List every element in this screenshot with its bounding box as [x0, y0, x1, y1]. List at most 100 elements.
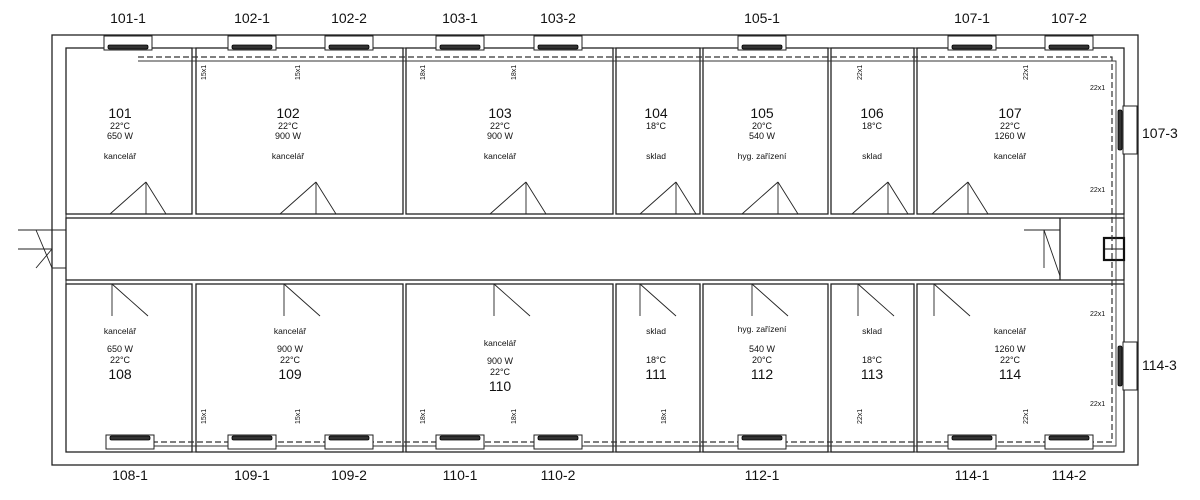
door-swing [490, 283, 531, 317]
radiator-core [741, 435, 783, 441]
radiator-labels: 101-1 102-1 102-2 103-1 103-2 105-1 107-… [110, 10, 1178, 483]
door-swing [748, 283, 789, 317]
radiator [947, 434, 997, 450]
room-use: kancelář [994, 151, 1026, 161]
radiator-label: 102-1 [234, 10, 270, 26]
pipe-size-label: 15x1 [201, 65, 208, 80]
door-leaf [751, 283, 789, 317]
room-power: 900 W [487, 131, 514, 141]
radiator-label: 102-2 [331, 10, 367, 26]
radiator-label: 109-1 [234, 467, 270, 483]
room-110-label: kancelář 900 W 22°C 110 [484, 338, 516, 394]
radiator-label: 114-3 [1142, 357, 1177, 373]
radiator-core [951, 44, 993, 50]
pipe-size-label: 22x1 [1023, 409, 1030, 424]
door-swing [279, 181, 337, 215]
door-arc [315, 181, 337, 215]
radiator [1044, 35, 1094, 51]
room-105-label: 105 20°C 540 W hyg. zařízení [738, 105, 787, 161]
room-number: 103 [488, 105, 512, 121]
door-swing [854, 283, 895, 317]
room-use: kancelář [104, 151, 136, 161]
room-102-label: 102 22°C 900 W kancelář [272, 105, 304, 161]
room-113-label: sklad 18°C 113 [861, 326, 884, 382]
room-power: 540 W [749, 131, 776, 141]
radiator-core [1048, 435, 1090, 441]
room-101-label: 101 22°C 650 W kancelář [104, 105, 136, 161]
radiator [533, 35, 583, 51]
room-use: kancelář [272, 151, 304, 161]
radiator-core [231, 44, 273, 50]
room-number: 109 [278, 366, 302, 382]
room-use: hyg. zařízení [738, 324, 787, 334]
radiator [435, 434, 485, 450]
door-swing [636, 283, 677, 317]
room-use: kancelář [104, 326, 136, 336]
radiator-label: 110-1 [443, 467, 478, 483]
door-arc [525, 181, 547, 215]
doors-top [109, 181, 989, 215]
top-room-walls [65, 47, 1125, 215]
entrance-door [18, 229, 67, 269]
radiator-core [537, 44, 579, 50]
room-temp: 20°C [752, 121, 773, 131]
room-power: 1260 W [994, 131, 1026, 141]
pipe-size-label: 18x1 [661, 409, 668, 424]
door-leaf [857, 283, 895, 317]
pipe-size-label: 15x1 [295, 65, 302, 80]
room-number: 105 [750, 105, 774, 121]
room-use: kancelář [994, 326, 1026, 336]
pipe-size-label: 15x1 [295, 409, 302, 424]
room-power: 900 W [277, 344, 304, 354]
door-swing [741, 181, 799, 215]
radiator-label: 103-2 [540, 10, 576, 26]
bottom-room-walls [65, 283, 1125, 453]
doors-bottom [108, 283, 971, 317]
door-arc [887, 181, 909, 215]
door-arc [777, 181, 799, 215]
pipe-size-label: 15x1 [201, 409, 208, 424]
pipe-size-label: 22x1 [1090, 401, 1105, 408]
radiator-core [328, 44, 370, 50]
door-leaf [109, 181, 147, 215]
room-number: 108 [108, 366, 132, 382]
radiator-label: 107-1 [954, 10, 990, 26]
radiator [324, 434, 374, 450]
room-temp: 20°C [752, 355, 773, 365]
room-temp: 22°C [490, 121, 511, 131]
room-106-label: 106 18°C sklad [860, 105, 884, 161]
room-temp: 18°C [862, 121, 883, 131]
radiator-label: 107-2 [1051, 10, 1087, 26]
pipe-size-label: 22x1 [1090, 187, 1105, 194]
room-temp: 18°C [862, 355, 883, 365]
radiator-core [537, 435, 579, 441]
radiators [103, 35, 1138, 450]
door-leaf [493, 283, 531, 317]
door-leaf [283, 283, 321, 317]
heating-pipes [138, 56, 1117, 447]
pipe-size-label: 18x1 [420, 65, 427, 80]
door-leaf [741, 181, 779, 215]
pipe-size-label: 18x1 [511, 409, 518, 424]
room-use: kancelář [484, 338, 516, 348]
radiator-core [439, 435, 481, 441]
radiator-label: 101-1 [110, 10, 146, 26]
radiator [1117, 341, 1138, 391]
room-use: kancelář [484, 151, 516, 161]
door-leaf [931, 181, 969, 215]
radiator [324, 35, 374, 51]
radiator-core [439, 44, 481, 50]
radiator-label: 108-1 [112, 467, 148, 483]
door-leaf [933, 283, 971, 317]
radiator-label: 103-1 [442, 10, 478, 26]
radiator [103, 35, 153, 51]
radiator [1044, 434, 1094, 450]
radiator-label: 109-2 [331, 467, 367, 483]
radiator-core [107, 44, 149, 50]
door-leaf [489, 181, 527, 215]
room-109-label: kancelář 900 W 22°C 109 [274, 326, 306, 382]
room-number: 114 [999, 366, 1022, 382]
radiator [227, 35, 277, 51]
room-103-label: 103 22°C 900 W kancelář [484, 105, 516, 161]
